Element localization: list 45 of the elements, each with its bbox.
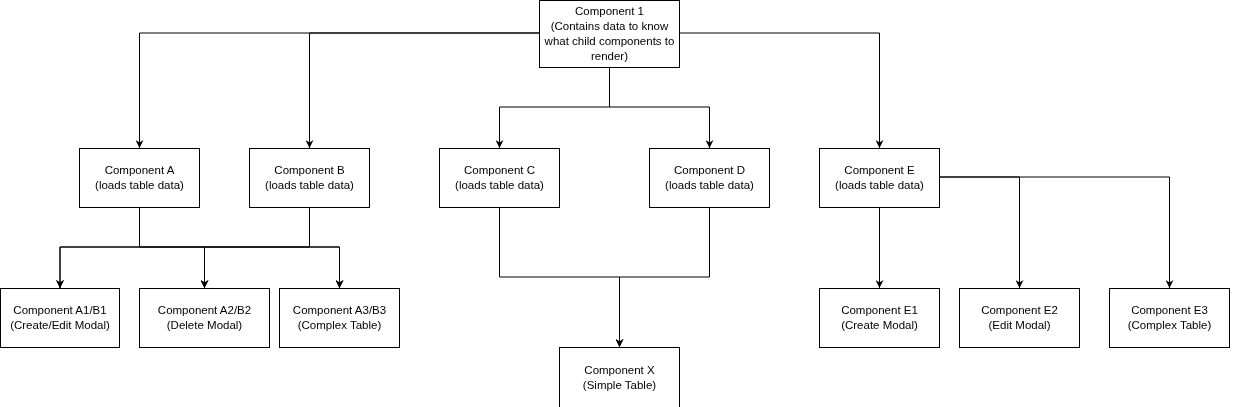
component-description: (Create Modal) [841,318,918,333]
component-name: Component A3/B3 [292,303,387,318]
component-box [959,288,1080,348]
component-description: (Complex Table) [1127,318,1212,333]
arrow [305,32,540,149]
component-description: (Complex Table) [297,318,382,333]
arrow [679,32,884,149]
component-box [649,148,770,208]
component-description: (Delete Modal) [166,318,243,333]
arrow [615,207,710,348]
component-box [559,347,680,407]
component-name: Component 1 [574,4,644,19]
component-box [279,288,400,348]
component-description: (loads table data) [455,178,544,193]
component-description: (Simple Table) [582,378,657,393]
component-description: (Edit Modal) [988,318,1051,333]
component-description: (loads table data) [265,178,354,193]
arrow [309,207,344,289]
component-name: Component E2 [981,303,1058,318]
component-name: Component D [674,163,745,178]
component-box [0,288,120,348]
component-box [1109,288,1230,348]
component-name: Component A1/B1 [13,303,107,318]
component-name: Component E1 [841,303,918,318]
component-description: (loads table data) [835,178,924,193]
component-box [249,148,370,208]
component-name: Component X [584,363,655,378]
component-description: (Contains data to know what child components to render) [543,19,676,64]
component-box [79,148,200,208]
component-name: Component C [464,163,535,178]
arrow [939,176,1174,289]
component-box [139,288,270,348]
component-name: Component E [844,163,915,178]
component-name: Component E3 [1131,303,1208,318]
component-description: (Create/Edit Modal) [10,318,110,333]
component-description: (loads table data) [665,178,754,193]
arrow [875,207,884,289]
component-box [439,148,560,208]
component-description: (loads table data) [95,178,184,193]
component-box [819,148,940,208]
component-box [819,288,940,348]
component-name: Component B [274,163,345,178]
component-name: Component A2/B2 [157,303,252,318]
component-name: Component A [104,163,175,178]
component-box [539,0,680,68]
